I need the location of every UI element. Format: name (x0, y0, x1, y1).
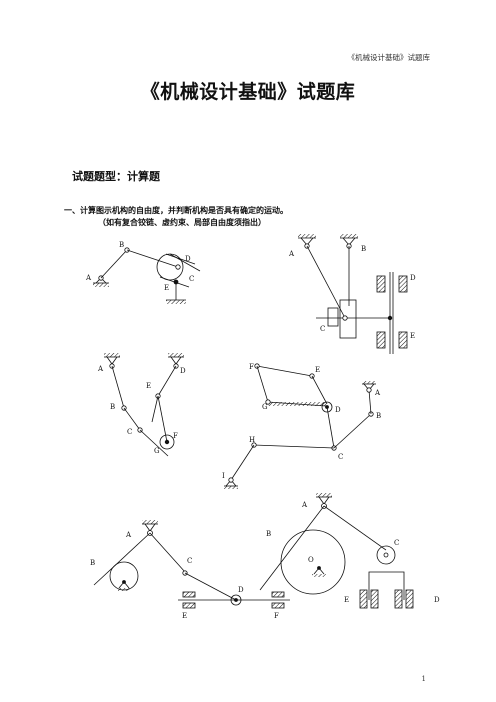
mechanism-figure-3 (104, 353, 184, 457)
fig3-label: A (97, 365, 104, 373)
fig4-label: H (249, 436, 255, 444)
fig1-labels: A B C D E (85, 241, 194, 292)
fig1-label: B (119, 241, 124, 249)
fig4-label: G (262, 403, 268, 411)
fig4-label: A (374, 389, 381, 397)
fig6-label: A (301, 501, 308, 509)
fig5-label: D (238, 586, 244, 594)
mechanism-figure-6 (259, 493, 414, 609)
fig1-label: A (85, 274, 92, 282)
fig4-label: C (338, 453, 343, 461)
fig2-label: E (410, 332, 415, 340)
fig4-label: B (376, 412, 381, 420)
fig5-label: B (90, 559, 95, 567)
fig1-label: C (189, 275, 194, 283)
fig2-label: B (361, 245, 366, 253)
fig3-label: C (127, 428, 132, 436)
fig5-label: C (187, 557, 192, 565)
fig4-labels: F E G D A B H C I (222, 363, 381, 480)
fig4-label: F (249, 363, 254, 371)
page-number: 1 (421, 675, 426, 683)
mechanism-figure-5 (93, 520, 290, 609)
mechanism-figure-2 (298, 234, 408, 354)
fig2-labels: A B C D E (288, 245, 416, 340)
fig6-label: D (434, 596, 440, 604)
fig5-label: E (182, 612, 187, 620)
fig1-label: E (164, 284, 169, 292)
fig3-label: F (173, 432, 178, 440)
question-1-note: （如有复合铰链、虚约束、局部自由度须指出） (98, 217, 266, 227)
fig6-label: B (266, 530, 271, 538)
fig3-labels: A B C D E F G (97, 365, 186, 455)
mechanism-figure-1 (93, 247, 201, 304)
fig6-label: O (308, 556, 314, 564)
question-type-heading: 试题题型：计算题 (72, 170, 160, 183)
fig4-label: E (315, 366, 320, 374)
fig3-label: B (110, 403, 115, 411)
page-title: 《机械设计基础》试题库 (140, 81, 356, 103)
fig5-label: A (125, 531, 132, 539)
fig3-label: G (154, 447, 160, 455)
fig6-label: C (394, 539, 399, 547)
fig5-labels: A B C D E F (90, 531, 279, 620)
fig6-labels: A B O C E D (266, 501, 440, 604)
fig2-label: A (288, 250, 295, 258)
fig5-label: F (274, 612, 279, 620)
fig3-label: D (180, 367, 186, 375)
fig4-label: D (335, 406, 341, 414)
fig2-label: D (410, 274, 416, 282)
mechanism-figure-4 (224, 363, 376, 489)
fig3-label: E (146, 382, 151, 390)
fig1-label: D (185, 255, 191, 263)
fig4-label: I (222, 472, 225, 480)
running-header: 《机械设计基础》试题库 (347, 53, 431, 62)
question-1-text: 一、计算图示机构的自由度，并判断机构是否具有确定的运动。 (64, 205, 288, 215)
fig2-label: C (320, 325, 325, 333)
fig6-label: E (344, 596, 349, 604)
